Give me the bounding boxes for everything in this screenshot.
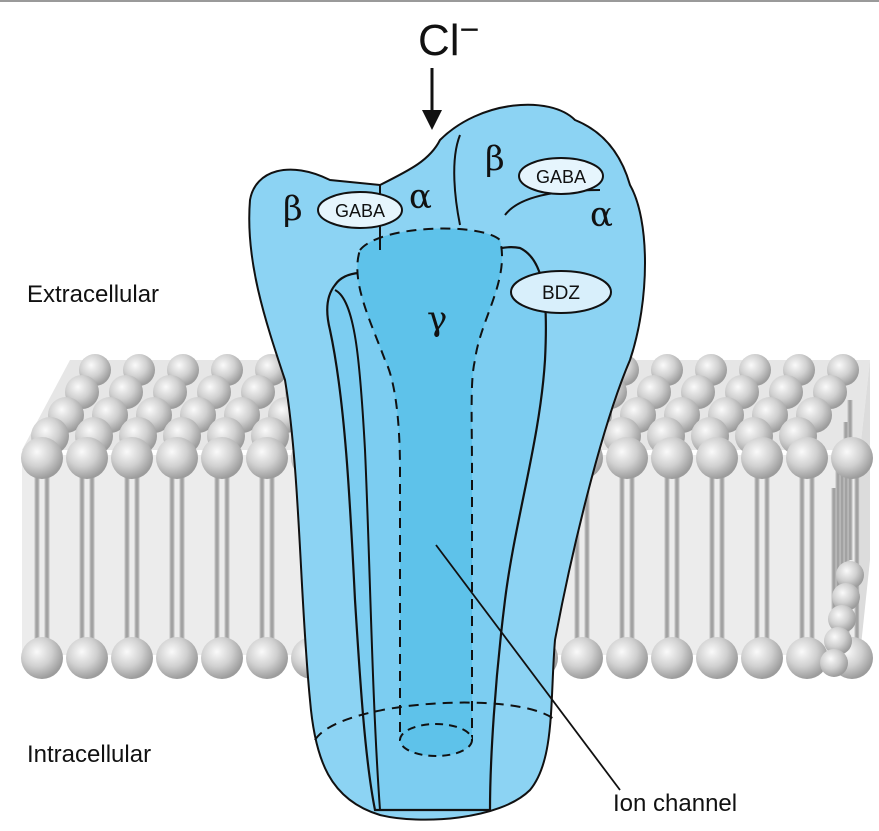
chloride-ion-label: Cl− — [418, 11, 479, 65]
lipid-head — [696, 437, 738, 479]
lipid-tail — [764, 475, 770, 640]
lipid-head — [246, 637, 288, 679]
lipid-tail — [719, 475, 725, 640]
lipid-head — [21, 437, 63, 479]
ion-entry-arrowhead — [422, 110, 442, 130]
lipid-tail — [629, 475, 635, 640]
lipid-head — [832, 583, 860, 611]
bdz-binding-site — [510, 270, 612, 314]
lipid-head — [111, 437, 153, 479]
lipid-tail — [34, 475, 40, 640]
lipid-tail — [179, 475, 185, 640]
lipid-tail — [709, 475, 715, 640]
beta-subunit-left-label: β — [283, 189, 303, 229]
lipid-head — [741, 437, 783, 479]
lipid-tail — [44, 475, 50, 640]
lipid-head — [696, 637, 738, 679]
lipid-head — [831, 437, 873, 479]
lipid-head — [201, 437, 243, 479]
receptor-bottom-rim — [314, 701, 556, 741]
lipid-tail — [754, 475, 760, 640]
ion-channel-leader-line — [435, 544, 621, 791]
gaba-label-left: GABA — [335, 201, 385, 221]
lipid-head — [66, 437, 108, 479]
lipid-head — [741, 637, 783, 679]
lipid-head — [820, 649, 848, 677]
lipid-tail — [584, 475, 590, 640]
lipid-head — [836, 561, 864, 589]
lipid-tail — [224, 475, 230, 640]
lipid-head — [606, 637, 648, 679]
pore-bottom-opening — [399, 723, 473, 757]
gaba-binding-site-left — [317, 191, 403, 229]
lipid-tail — [674, 475, 680, 640]
lipid-tail — [839, 444, 845, 604]
lipid-tail — [799, 475, 805, 640]
lipid-head — [786, 437, 828, 479]
lipid-tail — [89, 475, 95, 640]
lipid-tail — [843, 422, 849, 582]
gaba-a-receptor — [248, 103, 646, 821]
lipid-tail — [79, 475, 85, 640]
lipid-head — [606, 437, 648, 479]
gamma-subunit-label: γ — [427, 299, 447, 339]
lipid-tail — [259, 475, 265, 640]
ion-channel-pore — [356, 227, 503, 741]
lipid-head — [651, 437, 693, 479]
lipid-tail — [134, 475, 140, 640]
lipid-tail — [269, 475, 275, 640]
lipid-tail — [835, 466, 841, 626]
lipid-tail — [664, 475, 670, 640]
lipid-head — [156, 437, 198, 479]
lipid-head — [561, 637, 603, 679]
ion-channel-label: Ion channel — [613, 790, 737, 817]
lipid-head — [824, 627, 852, 655]
lipid-tail — [214, 475, 220, 640]
lipid-head — [201, 637, 243, 679]
lipid-tail — [809, 475, 815, 640]
lipid-head — [111, 637, 153, 679]
gaba-label-right: GABA — [536, 167, 586, 187]
lipid-tail — [574, 475, 580, 640]
lipid-tail — [619, 475, 625, 640]
bdz-label: BDZ — [542, 283, 580, 304]
alpha-subunit-right-label: α — [590, 195, 613, 235]
lipid-tail — [124, 475, 130, 640]
lipid-head — [156, 637, 198, 679]
gamma-inner-seam — [334, 289, 381, 811]
lipid-head — [246, 437, 288, 479]
lipid-tail — [854, 475, 860, 640]
extracellular-label: Extracellular — [27, 281, 159, 308]
gaba-binding-site-right — [518, 157, 604, 195]
top-border — [0, 0, 879, 2]
lipid-head — [21, 637, 63, 679]
lipid-head — [651, 637, 693, 679]
beta-subunit-right-label: β — [485, 139, 505, 179]
lipid-tail — [169, 475, 175, 640]
lipid-head — [828, 605, 856, 633]
subunit-boundary-top — [453, 134, 461, 226]
lipid-tail — [831, 488, 837, 648]
lipid-tail — [847, 400, 853, 560]
intracellular-label: Intracellular — [27, 741, 151, 768]
lipid-head — [66, 637, 108, 679]
alpha-subunit-center-label: α — [409, 177, 432, 217]
lipid-head — [786, 637, 828, 679]
